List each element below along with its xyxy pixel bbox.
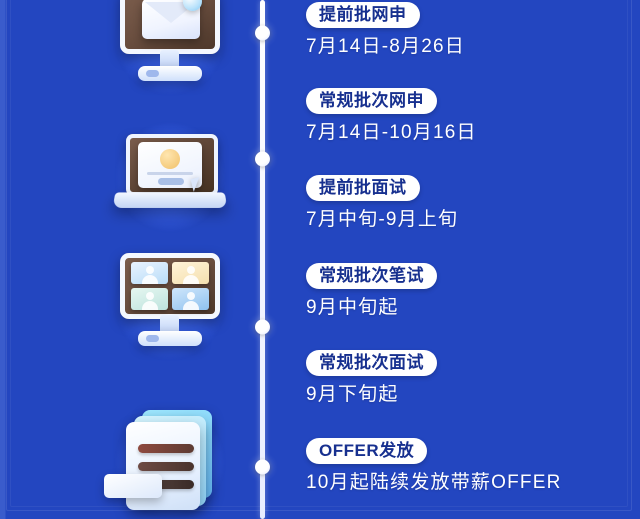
timeline-dot-3 (255, 319, 270, 335)
timeline-dot-4 (255, 459, 270, 475)
stage-badge: 提前批面试 (306, 175, 420, 201)
laptop-profile-icon (95, 117, 245, 237)
participant-tile (131, 288, 168, 310)
timeline-dot-1 (255, 25, 270, 41)
laptop-base (112, 192, 228, 208)
avatar (160, 149, 180, 169)
stage-date: 7月中旬-9月上旬 (306, 209, 459, 230)
document-line (138, 444, 194, 453)
stage-offer-release: OFFER发放 10月起陆续发放带薪OFFER (306, 438, 562, 495)
document-line (138, 462, 194, 471)
stage-badge: 常规批次笔试 (306, 263, 437, 289)
stage-date: 7月14日-10月16日 (306, 122, 477, 143)
timeline-axis (260, 0, 265, 519)
stage-advance-interview: 提前批面试 7月中旬-9月上旬 (306, 175, 458, 232)
monitor-shape (116, 0, 224, 88)
video-grid (131, 262, 209, 310)
stage-badge: 提前批网申 (306, 2, 420, 28)
document-stack (104, 410, 220, 514)
stage-date: 9月下旬起 (306, 384, 399, 405)
stage-date: 9月中旬起 (306, 297, 399, 318)
monitor-screen (120, 0, 220, 54)
stage-date: 10月起陆续发放带薪OFFER (306, 472, 562, 493)
participant-tile (131, 262, 168, 284)
participant-tile (172, 262, 209, 284)
card-button (158, 178, 184, 185)
stage-regular-online-application: 常规批次网申 7月14日-10月16日 (306, 88, 477, 145)
stage-regular-written-test: 常规批次笔试 9月中旬起 (306, 263, 437, 320)
participant-tile (172, 288, 209, 310)
profile-card (138, 142, 202, 188)
document-tab (104, 474, 162, 498)
stage-badge: OFFER发放 (306, 438, 428, 464)
timeline-dot-2 (255, 151, 270, 167)
stage-badge: 常规批次网申 (306, 88, 437, 114)
monitor-foot (138, 66, 202, 81)
card-line (147, 172, 193, 175)
stage-date: 7月14日-8月26日 (306, 36, 465, 57)
document-line (138, 480, 194, 489)
stage-regular-interview: 常规批次面试 9月下旬起 (306, 350, 437, 407)
monitor-shape (116, 253, 224, 353)
monitor-video-grid-icon (95, 245, 245, 365)
monitor-foot (138, 331, 202, 346)
laptop-screen (126, 134, 218, 196)
documents-icon (95, 402, 245, 519)
stage-badge: 常规批次面试 (306, 350, 437, 376)
stage-advance-online-application: 提前批网申 7月14日-8月26日 (306, 2, 465, 59)
laptop-shape (112, 134, 228, 220)
envelope-highlight (183, 0, 202, 11)
monitor-screen (120, 253, 220, 319)
monitor-envelope-icon (95, 0, 245, 100)
